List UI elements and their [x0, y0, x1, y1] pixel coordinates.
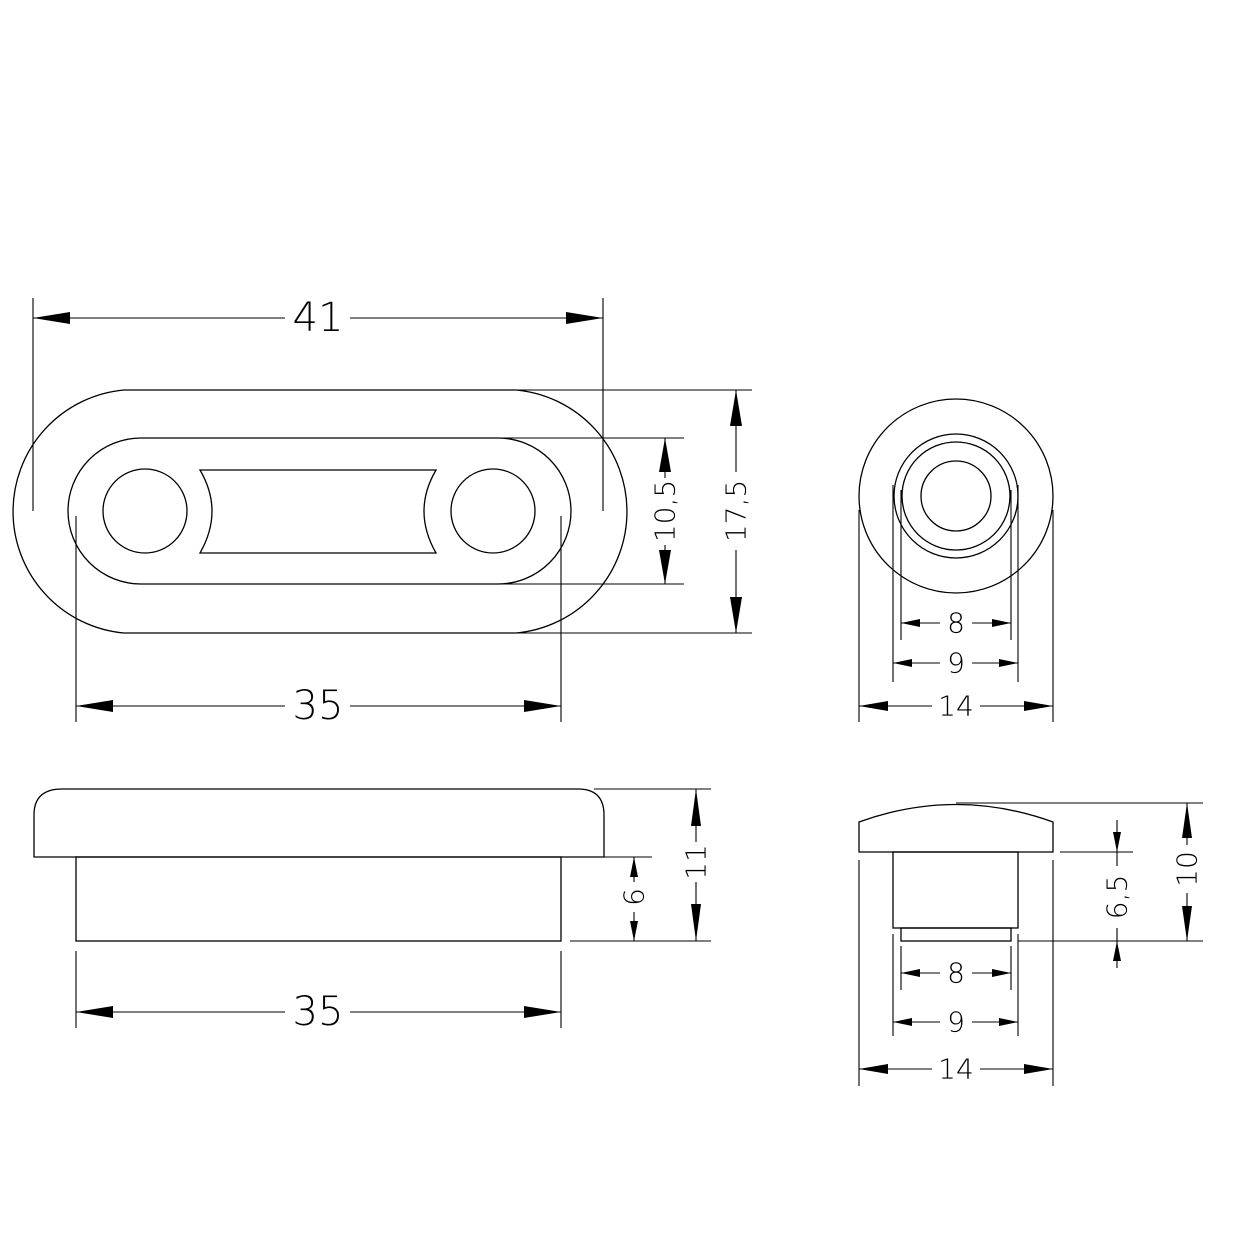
- dim-end-head-dia: 14: [938, 690, 974, 723]
- dim-base-length: 35: [293, 683, 344, 729]
- head-circle: [858, 398, 1054, 594]
- dim-overall-length: 41: [293, 295, 344, 341]
- dim-endside-outer-dia: 9: [947, 1006, 965, 1039]
- dim-side-stem-height: 6: [618, 888, 651, 906]
- side-view: 6 11 35: [33, 788, 713, 1035]
- inner-oval-outline: [67, 437, 572, 585]
- dim-overall-width: 17,5: [720, 480, 753, 542]
- dim-end-inner-dia: 8: [947, 607, 965, 640]
- dim-side-total-height: 11: [680, 844, 713, 880]
- side-stem-profile: [75, 856, 562, 942]
- dim-endside-stem-height: 6,5: [1101, 875, 1134, 920]
- end-side-stem-tip: [900, 927, 1012, 942]
- side-head-profile: [33, 788, 605, 858]
- left-hole: [102, 468, 188, 554]
- right-hole: [450, 468, 536, 554]
- end-side-head-profile: [858, 803, 1054, 853]
- top-view: 41 35 10,5 17,5: [12, 295, 753, 729]
- end-view: 8 9 14: [858, 398, 1054, 723]
- stem-inner-circle: [901, 441, 1011, 551]
- stem-circle: [893, 433, 1019, 559]
- dim-inner-width: 10,5: [649, 480, 682, 542]
- center-slot: [198, 469, 438, 554]
- dim-end-outer-dia: 9: [947, 647, 965, 680]
- end-side-stem-profile: [892, 851, 1019, 929]
- dim-endside-head-dia: 14: [938, 1053, 974, 1086]
- bore-circle: [920, 460, 992, 532]
- end-side-view: 8 9 14 6,5 10: [858, 802, 1204, 1086]
- dim-side-base-length: 35: [293, 989, 344, 1035]
- dim-endside-total-height: 10: [1171, 851, 1204, 887]
- dim-endside-inner-dia: 8: [947, 957, 965, 990]
